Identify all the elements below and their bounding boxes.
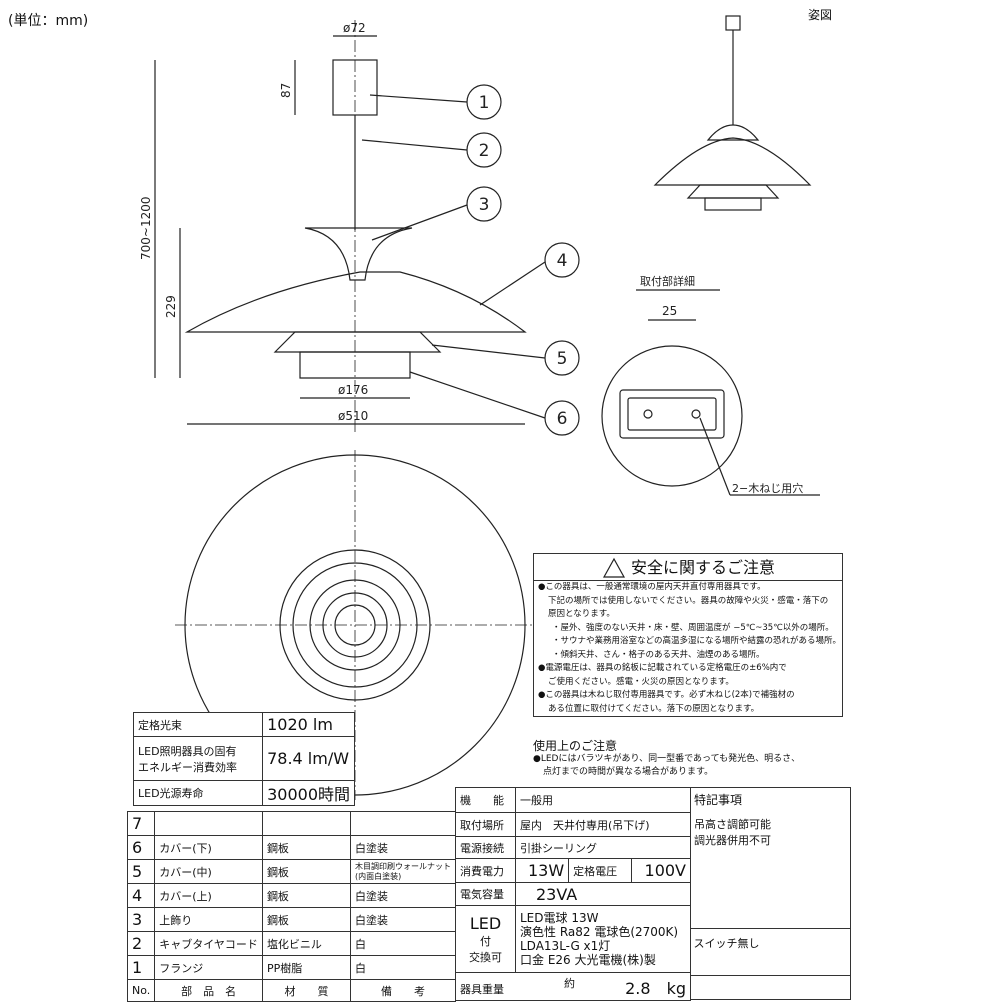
warning-icon [602,557,626,578]
svg-text:1: 1 [479,93,490,113]
svg-text:2: 2 [479,141,490,161]
mount-detail: 取付部詳細 25 2−木ねじ用穴 [601,274,820,496]
elevation-view: ø72 87 700~1200 229 ø176 ø510 1 2 3 4 5 6 [139,20,580,436]
svg-text:4: 4 [557,251,568,271]
dim-flange-h: 87 [279,83,293,98]
svg-text:3: 3 [479,195,490,215]
upper-cover [184,271,527,333]
special-notes: 特記事項 吊高さ調節可能調光器併用不可 スイッチ無し [689,787,851,1000]
perspective-view [653,15,812,211]
view-label: 姿図 [808,8,833,22]
dim-hang-len: 700~1200 [139,197,153,261]
dim-body-h: 229 [164,295,178,318]
svg-text:5: 5 [557,349,568,369]
dim-inner-dia: ø176 [338,383,368,397]
svg-text:取付部詳細: 取付部詳細 [640,274,695,288]
spec-table: 機 能一般用 取付場所屋内 天井付専用(吊下げ) 電源接続引掛シーリング 消費電… [455,787,692,1001]
usage-notice: 使用上のご注意 ●LEDにはバラツキがあり、同一型番であっても発光色、明るさ、点… [533,739,801,778]
svg-text:6: 6 [557,409,568,429]
svg-text:2−木ねじ用穴: 2−木ねじ用穴 [732,481,803,495]
plan-view [175,450,535,800]
parts-header: No.部 品 名材 質備 考 [126,979,456,1002]
unit-note: (単位：mm) [8,13,89,29]
top-ornament [304,227,413,281]
dim-flange-dia: ø72 [343,21,366,35]
parts-row: 7 [126,811,456,836]
svg-text:25: 25 [662,304,677,318]
lower-cover [299,351,411,379]
callouts: 1 2 3 4 5 6 [361,84,580,436]
dim-outer-dia: ø510 [338,409,368,423]
safety-notice: 安全に関するご注意 ●この器具は、一般通常環境の屋内天井直付専用器具です。下記の… [533,553,843,717]
middle-cover [273,331,442,353]
